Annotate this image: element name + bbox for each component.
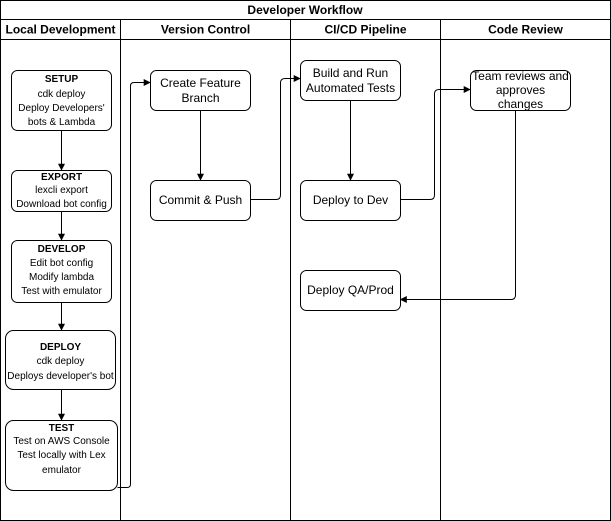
lane-title: Version Control [161, 23, 250, 37]
node-title: DEVELOP [38, 244, 86, 255]
edge-commit-push-to-build-test [250, 75, 301, 200]
node-line: Branch [181, 91, 219, 105]
lane-title: Local Development [5, 23, 115, 37]
node-line: Test on AWS Console [13, 436, 110, 447]
node-team-review: Team reviews and approves changes [470, 69, 571, 111]
node-line: Build and Run [313, 66, 388, 80]
node-line: Deploys developer's bot [7, 371, 114, 382]
node-box [11, 170, 112, 212]
node-deploy: DEPLOY cdk deploy Deploys developer's bo… [5, 330, 116, 390]
node-line: Deploy QA/Prod [307, 283, 394, 297]
node-line: Create Feature [160, 76, 241, 90]
node-box [11, 70, 112, 131]
node-line: cdk deploy [37, 356, 85, 367]
node-line: Test with emulator [21, 286, 102, 297]
node-line: Deploy Developers' [18, 103, 104, 114]
node-line: emulator [42, 465, 82, 476]
node-line: Edit bot config [30, 258, 93, 269]
edges [58, 75, 516, 488]
node-title: DEPLOY [40, 342, 81, 353]
node-box [5, 420, 118, 491]
node-box [150, 70, 251, 111]
node-deploy-qa-prod: Deploy QA/Prod [300, 270, 401, 311]
node-line: bots & Lambda [28, 117, 96, 128]
node-line: changes [498, 97, 543, 111]
node-box [150, 180, 251, 221]
node-title: TEST [49, 423, 75, 434]
node-line: Automated Tests [306, 81, 395, 95]
node-box [5, 330, 116, 390]
edge-test-to-feature-branch [117, 79, 151, 488]
node-line: Deploy to Dev [313, 193, 388, 207]
node-title: EXPORT [41, 172, 82, 183]
lane-title: Code Review [488, 23, 563, 37]
node-line: approves [496, 83, 545, 97]
node-line: Commit & Push [159, 193, 242, 207]
node-setup: SETUP cdk deploy Deploy Developers' bots… [11, 70, 112, 131]
node-box [300, 270, 401, 311]
node-line: cdk deploy [38, 89, 86, 100]
node-box [300, 60, 401, 101]
lane-title: CI/CD Pipeline [324, 23, 406, 37]
node-build-run-tests: Build and Run Automated Tests [300, 60, 401, 101]
edge-deploy-dev-to-team-review [400, 86, 471, 200]
node-box [470, 70, 571, 111]
node-deploy-to-dev: Deploy to Dev [300, 180, 401, 221]
node-line: Download bot config [16, 199, 107, 210]
node-line: Test locally with Lex [17, 450, 105, 461]
node-title: SETUP [45, 74, 79, 85]
diagram-title: Developer Workflow [247, 3, 363, 17]
node-line: Team reviews and [472, 69, 569, 83]
node-line: Modify lambda [29, 272, 94, 283]
node-create-feature-branch: Create Feature Branch [150, 70, 251, 111]
node-test: TEST Test on AWS Console Test locally wi… [5, 420, 118, 491]
node-commit-push: Commit & Push [150, 180, 251, 221]
node-box [300, 180, 401, 221]
edge-team-review-to-deploy-qa [399, 110, 516, 303]
node-line: lexcli export [35, 185, 88, 196]
node-box [11, 240, 112, 303]
node-export: EXPORT lexcli export Download bot config [11, 170, 112, 212]
node-develop: DEVELOP Edit bot config Modify lambda Te… [11, 240, 112, 303]
